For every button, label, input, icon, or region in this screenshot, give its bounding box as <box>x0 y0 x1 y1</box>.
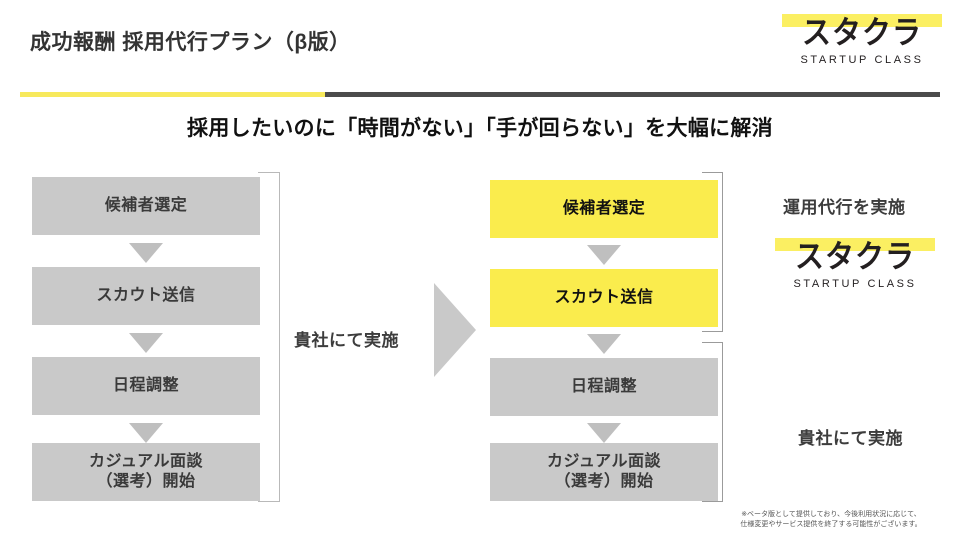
header-brand-logo: スタクラ STARTUP CLASS <box>782 12 942 66</box>
before-bracket <box>258 172 280 502</box>
before-arrow-2-icon <box>129 333 163 353</box>
footnote: ※ベータ版として提供しており、今後利用状況に応じて、 仕様変更やサービス提供を終… <box>716 510 946 530</box>
after-logo-mark-text: スタクラ <box>794 240 915 275</box>
after-arrow-2-icon <box>587 334 621 354</box>
logo-mark-text: スタクラ <box>801 16 922 51</box>
transition-arrow-icon <box>434 283 476 377</box>
logo-highlight-bar <box>782 14 942 27</box>
after-step-4-label: カジュアル面談（選考）開始 <box>547 452 661 490</box>
after-bracket-bottom-label: 貴社にて実施 <box>798 429 903 448</box>
after-logo-subtext: STARTUP CLASS <box>793 278 917 290</box>
header-divider-yellow <box>20 92 325 97</box>
after-bracket-top <box>702 172 723 332</box>
after-brand-logo: スタクラ STARTUP CLASS <box>775 236 935 290</box>
after-step-2-label: スカウト送信 <box>554 288 654 306</box>
footnote-line-1: ※ベータ版として提供しており、今後利用状況に応じて、 <box>741 510 921 518</box>
after-arrow-1-icon <box>587 245 621 265</box>
after-step-3-label: 日程調整 <box>570 377 637 395</box>
after-arrow-3-icon <box>587 423 621 443</box>
after-logo-highlight-bar <box>775 238 935 251</box>
before-step-2: スカウト送信 <box>32 267 260 325</box>
after-step-2: スカウト送信 <box>490 269 718 327</box>
before-step-4-label: カジュアル面談（選考）開始 <box>89 452 203 490</box>
page-title: 成功報酬 採用代行プラン（β版） <box>30 31 351 54</box>
footnote-line-2: 仕様変更やサービス提供を終了する可能性がございます。 <box>740 520 922 528</box>
after-step-1-label: 候補者選定 <box>562 199 646 217</box>
logo-mark-wrap: スタクラ <box>782 12 942 56</box>
subtitle: 採用したいのに「時間がない」「手が回らない」を大幅に解消 <box>187 117 773 140</box>
before-bracket-label: 貴社にて実施 <box>294 331 399 350</box>
after-bracket-top-label: 運用代行を実施 <box>783 198 906 217</box>
after-logo-mark-wrap: スタクラ <box>775 236 935 280</box>
before-arrow-3-icon <box>129 423 163 443</box>
after-step-3: 日程調整 <box>490 358 718 416</box>
after-step-1: 候補者選定 <box>490 180 718 238</box>
logo-subtext: STARTUP CLASS <box>800 54 924 66</box>
before-step-1-label: 候補者選定 <box>104 196 188 214</box>
before-step-1: 候補者選定 <box>32 177 260 235</box>
before-step-3: 日程調整 <box>32 357 260 415</box>
before-step-3-label: 日程調整 <box>112 376 179 394</box>
header-divider-dark <box>325 92 940 97</box>
after-step-4: カジュアル面談（選考）開始 <box>490 443 718 501</box>
before-step-4: カジュアル面談（選考）開始 <box>32 443 260 501</box>
before-arrow-1-icon <box>129 243 163 263</box>
after-bracket-bottom <box>702 342 723 502</box>
before-step-2-label: スカウト送信 <box>96 286 196 304</box>
